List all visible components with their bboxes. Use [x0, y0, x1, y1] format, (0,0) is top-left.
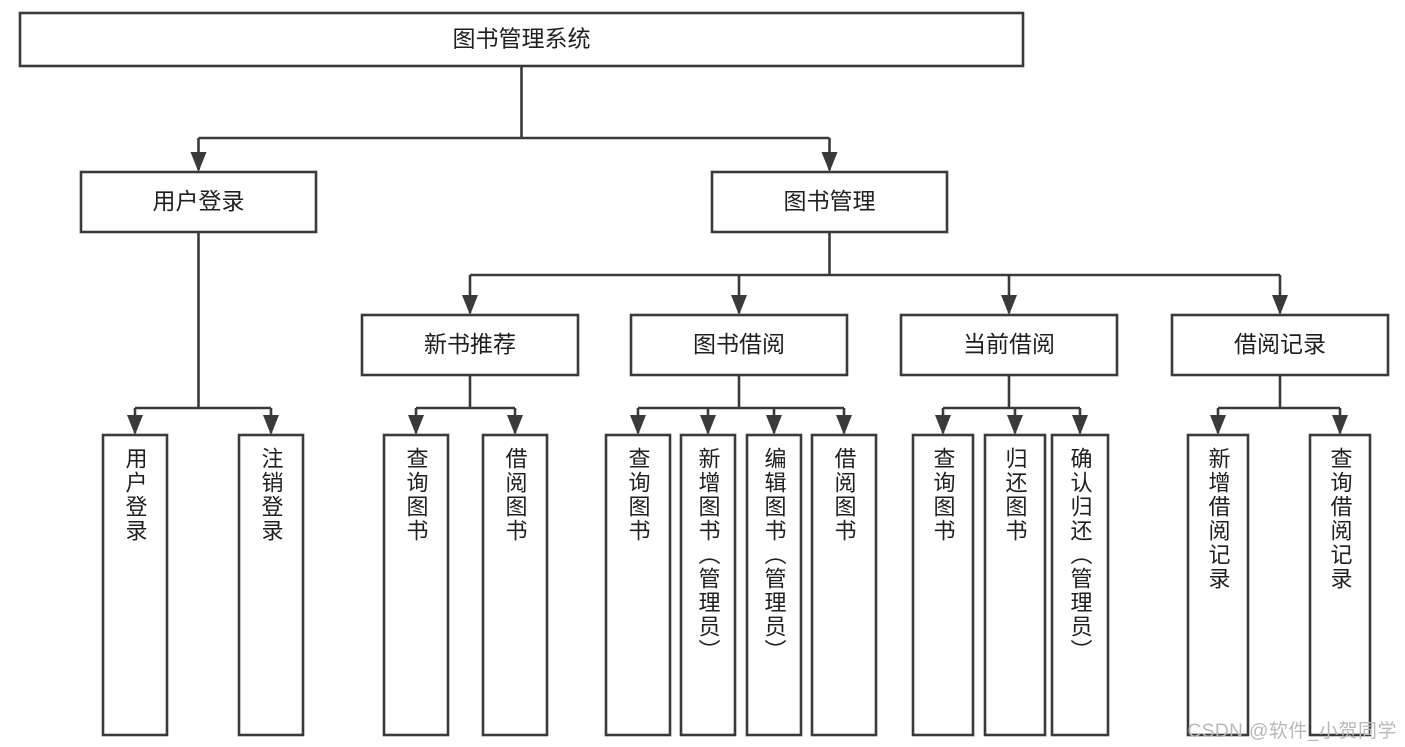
arrow-head-icon-level2-0 [190, 152, 207, 172]
node-boxes [18, 11, 1390, 737]
arrow-head-icon-leaf-3-2 [1072, 415, 1088, 435]
arrow-head-icon-level3-3 [1272, 295, 1288, 315]
leaf-node-6-box[interactable] [745, 433, 803, 737]
node-level2-1-box[interactable] [710, 170, 949, 234]
node-level3-2-label: 当前借阅 [963, 331, 1055, 357]
arrow-head-icon-leaf-3-1 [1007, 415, 1023, 435]
arrow-head-icon-level3-2 [1001, 295, 1017, 315]
leaf-node-1-box[interactable] [237, 433, 305, 737]
arrow-head-icon-leaf-3-0 [935, 415, 951, 435]
leaf-node-11-box[interactable] [1186, 433, 1250, 737]
leaf-node-10-box[interactable] [1050, 433, 1110, 737]
node-root-label: 图书管理系统 [453, 26, 591, 52]
arrow-head-icon-leaf-4-0 [1210, 415, 1226, 435]
arrow-head-icon-level3-0 [462, 295, 478, 315]
arrow-head-icon-leaf-0-0 [127, 415, 143, 435]
node-level2-0-label: 用户登录 [153, 188, 245, 214]
node-level3-3-box[interactable] [1170, 313, 1390, 377]
arrow-head-icon-leaf-2-2 [766, 415, 782, 435]
leaf-node-2-box[interactable] [382, 433, 450, 737]
node-level3-1-label: 图书借阅 [693, 331, 785, 357]
node-level3-0-label: 新书推荐 [424, 331, 516, 357]
arrow-head-icon-leaf-2-1 [700, 415, 716, 435]
arrow-head-icon-leaf-2-0 [630, 415, 646, 435]
leaf-node-7-box[interactable] [810, 433, 878, 737]
arrow-head-icon-level2-1 [821, 152, 838, 172]
leaf-node-0-box[interactable] [101, 433, 169, 737]
leaf-node-4-box[interactable] [604, 433, 672, 737]
arrow-head-icon-leaf-1-0 [408, 415, 424, 435]
node-level2-1-label: 图书管理 [784, 188, 876, 214]
arrow-head-icon-leaf-2-3 [836, 415, 852, 435]
arrow-head-icon-level3-1 [731, 295, 747, 315]
arrow-head-icon-leaf-0-1 [263, 415, 279, 435]
leaf-node-3-box[interactable] [481, 433, 549, 737]
node-root-box[interactable] [18, 11, 1025, 68]
node-level3-0-box[interactable] [360, 313, 580, 377]
arrow-head-icon-leaf-1-1 [507, 415, 523, 435]
leaf-node-12-box[interactable] [1308, 433, 1372, 737]
connector-lines [127, 66, 1348, 435]
leaf-node-8-box[interactable] [911, 433, 975, 737]
leaf-node-9-box[interactable] [983, 433, 1047, 737]
csdn-watermark: CSDN @软件_小贺同学 [1187, 721, 1397, 742]
node-level2-0-box[interactable] [79, 170, 318, 234]
node-level3-1-box[interactable] [629, 313, 849, 377]
node-level3-2-box[interactable] [899, 313, 1119, 377]
node-level3-3-label: 借阅记录 [1234, 331, 1326, 357]
arrow-head-icon-leaf-4-1 [1332, 415, 1348, 435]
leaf-node-5-box[interactable] [679, 433, 737, 737]
